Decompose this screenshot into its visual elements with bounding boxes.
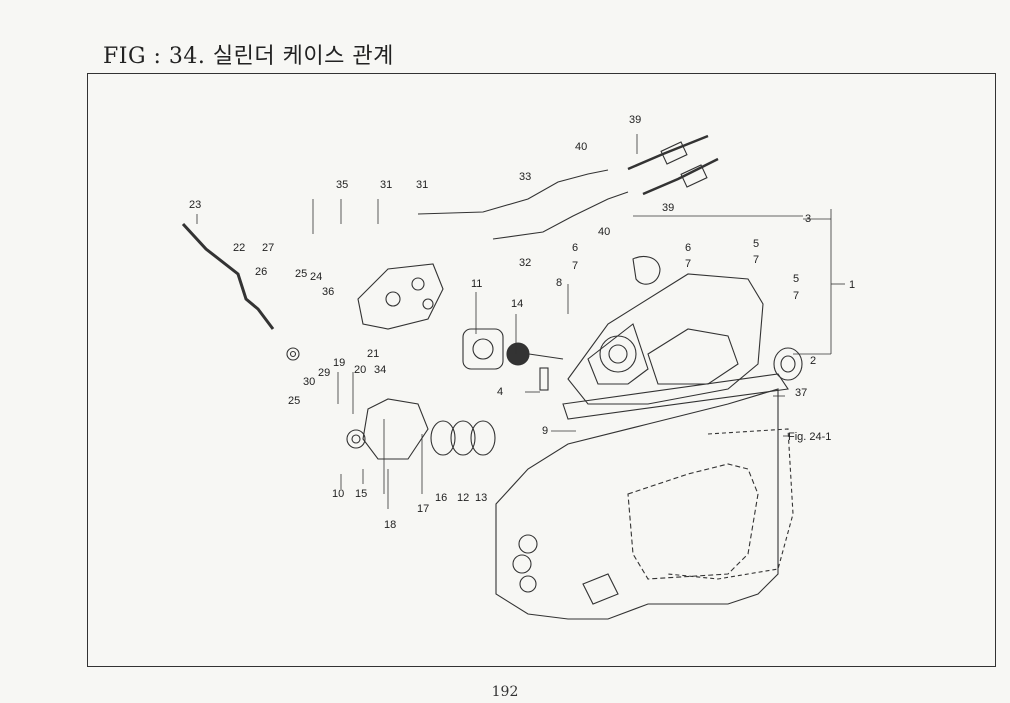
callout-7b: 7 (685, 258, 691, 270)
callout-36: 36 (322, 286, 334, 298)
callout-34: 34 (374, 364, 386, 376)
page-number: 192 (491, 684, 519, 700)
callout-11: 11 (471, 278, 482, 290)
diagram-frame: 1 2 3 4 5 5 6 6 7 7 7 7 8 9 10 11 12 13 … (87, 73, 996, 667)
callout-29: 29 (318, 367, 330, 379)
callout-32: 32 (519, 257, 531, 269)
page-title: FIG : 34. 실린더 케이스 관계 (103, 44, 394, 69)
callout-40b: 40 (598, 226, 610, 238)
callout-25a: 25 (295, 268, 307, 280)
callout-31a: 31 (380, 179, 392, 191)
callout-21: 21 (367, 348, 379, 360)
callout-31b: 31 (416, 179, 428, 191)
callout-1: 1 (849, 279, 855, 291)
callout-8: 8 (556, 277, 562, 289)
callout-5b: 5 (793, 273, 799, 285)
callout-35: 35 (336, 179, 348, 191)
callout-15: 15 (355, 488, 367, 500)
callout-20: 20 (354, 364, 366, 376)
exploded-parts-diagram: 1 2 3 4 5 5 6 6 7 7 7 7 8 9 10 11 12 13 … (181, 114, 855, 620)
fig-reference-label: Fig. 24-1 (788, 431, 831, 443)
callout-24: 24 (310, 271, 322, 283)
callout-17: 17 (417, 503, 429, 515)
callout-23: 23 (189, 199, 201, 211)
callout-labels: 1 2 3 4 5 5 6 6 7 7 7 7 8 9 10 11 12 13 … (189, 114, 855, 531)
callout-19: 19 (333, 357, 345, 369)
callout-22: 22 (233, 242, 245, 254)
callout-7a: 7 (572, 260, 578, 272)
callout-16: 16 (435, 492, 447, 504)
callout-39a: 39 (629, 114, 641, 126)
callout-6b: 6 (685, 242, 691, 254)
callout-40a: 40 (575, 141, 587, 153)
callout-12: 12 (457, 492, 469, 504)
callout-9: 9 (542, 425, 548, 437)
callout-10: 10 (332, 488, 344, 500)
callout-26: 26 (255, 266, 267, 278)
callout-7d: 7 (793, 290, 799, 302)
callout-13: 13 (475, 492, 487, 504)
callout-14: 14 (511, 298, 523, 310)
callout-3: 3 (805, 213, 811, 225)
callout-25b: 25 (288, 395, 300, 407)
callout-4: 4 (497, 386, 503, 398)
callout-7c: 7 (753, 254, 759, 266)
callout-5a: 5 (753, 238, 759, 250)
callout-6a: 6 (572, 242, 578, 254)
callout-2: 2 (810, 355, 816, 367)
control-valve (357, 263, 444, 330)
callout-30: 30 (303, 376, 315, 388)
callout-27: 27 (262, 242, 274, 254)
callout-37: 37 (795, 387, 807, 399)
callout-39b: 39 (662, 202, 674, 214)
cylinder-case (567, 273, 764, 405)
callout-18: 18 (384, 519, 396, 531)
engine-block-outline (495, 388, 779, 620)
callout-33: 33 (519, 171, 531, 183)
